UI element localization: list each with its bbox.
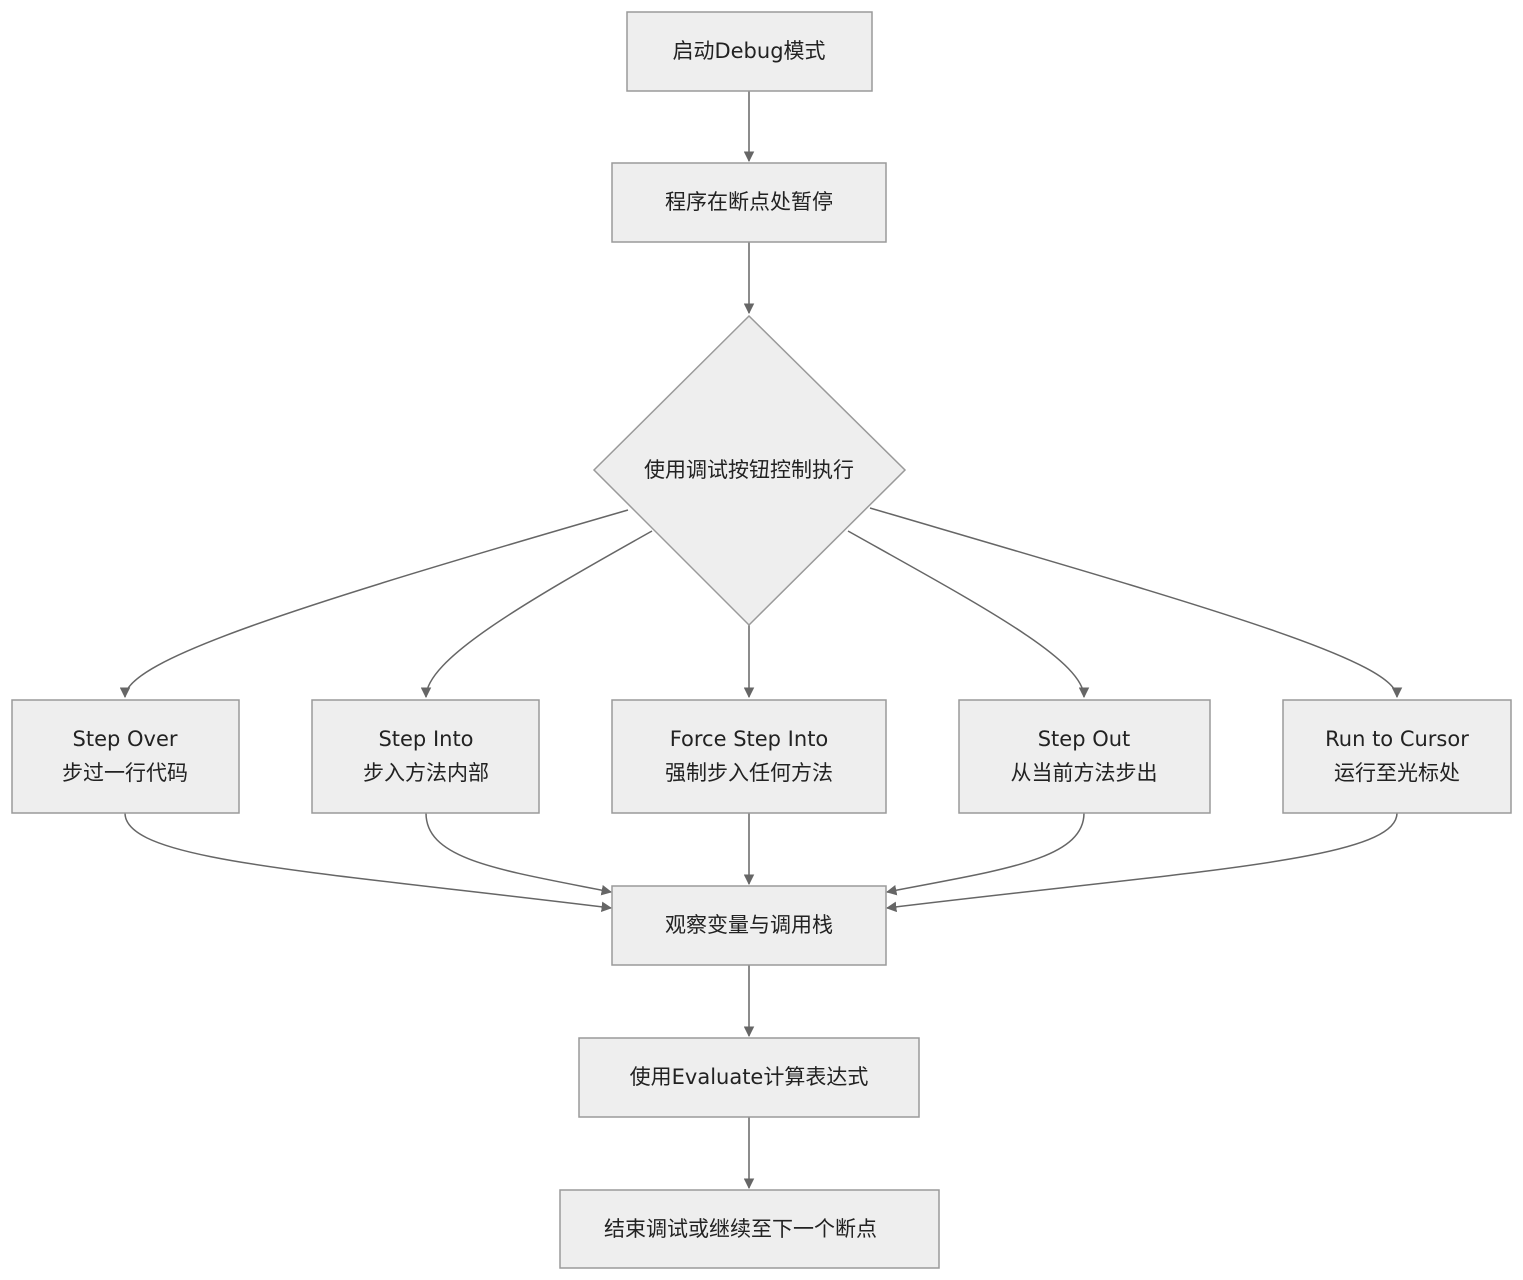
edge-decision-to-step-out <box>847 530 1090 699</box>
node-run-to-cursor-box <box>1282 699 1512 814</box>
node-force-step-into: Force Step Into 强制步入任何方法 <box>611 699 887 814</box>
node-start-box <box>626 11 873 92</box>
node-decision: 使用调试按钮控制执行 <box>592 314 907 627</box>
node-step-over-title: Step Over <box>73 727 178 751</box>
node-step-out-title: Step Out <box>1038 727 1131 751</box>
node-step-into-title: Step Into <box>378 727 473 751</box>
node-force-step-into-subtitle: 强制步入任何方法 <box>665 761 833 785</box>
node-step-out-subtitle: 从当前方法步出 <box>1011 761 1158 785</box>
node-force-step-into-box <box>611 699 887 814</box>
node-paused-label: 程序在断点处暂停 <box>665 190 833 214</box>
node-step-over-subtitle: 步过一行代码 <box>62 761 188 785</box>
node-step-into: Step Into 步入方法内部 <box>311 699 540 814</box>
node-step-out-box <box>958 699 1211 814</box>
edge-step-into-to-observe <box>425 812 613 896</box>
edge-step-over-to-observe <box>124 812 613 913</box>
node-run-to-cursor-title: Run to Cursor <box>1325 727 1469 751</box>
node-run-to-cursor: Run to Cursor 运行至光标处 <box>1282 699 1512 814</box>
node-observe: 观察变量与调用栈 <box>611 885 887 966</box>
node-decision-label: 使用调试按钮控制执行 <box>644 458 854 482</box>
node-evaluate-label: 使用Evaluate计算表达式 <box>630 1065 869 1089</box>
node-end-box <box>559 1189 940 1269</box>
edge-step-out-to-observe <box>885 812 1085 896</box>
node-run-to-cursor-subtitle: 运行至光标处 <box>1334 761 1460 785</box>
node-observe-box <box>611 885 887 966</box>
node-decision-diamond <box>592 314 907 627</box>
node-end: 结束调试或继续至下一个断点 <box>559 1189 940 1269</box>
edge-decision-to-run-to-cursor <box>869 507 1403 699</box>
node-step-out: Step Out 从当前方法步出 <box>958 699 1211 814</box>
node-evaluate-box <box>578 1037 920 1118</box>
node-force-step-into-title: Force Step Into <box>670 727 829 751</box>
node-step-over-box <box>11 699 240 814</box>
edges <box>119 91 1403 1190</box>
node-paused: 程序在断点处暂停 <box>611 162 887 243</box>
node-start-label: 启动Debug模式 <box>672 39 825 63</box>
node-step-over: Step Over 步过一行代码 <box>11 699 240 814</box>
node-observe-label: 观察变量与调用栈 <box>665 913 833 937</box>
node-evaluate: 使用Evaluate计算表达式 <box>578 1037 920 1118</box>
node-end-label: 结束调试或继续至下一个断点 <box>604 1217 877 1241</box>
edge-decision-to-step-into <box>420 530 653 699</box>
node-step-into-subtitle: 步入方法内部 <box>363 761 489 785</box>
node-start: 启动Debug模式 <box>626 11 873 92</box>
node-step-into-box <box>311 699 540 814</box>
node-paused-box <box>611 162 887 243</box>
edge-decision-to-step-over <box>119 509 629 699</box>
edge-run-to-cursor-to-observe <box>885 812 1398 913</box>
